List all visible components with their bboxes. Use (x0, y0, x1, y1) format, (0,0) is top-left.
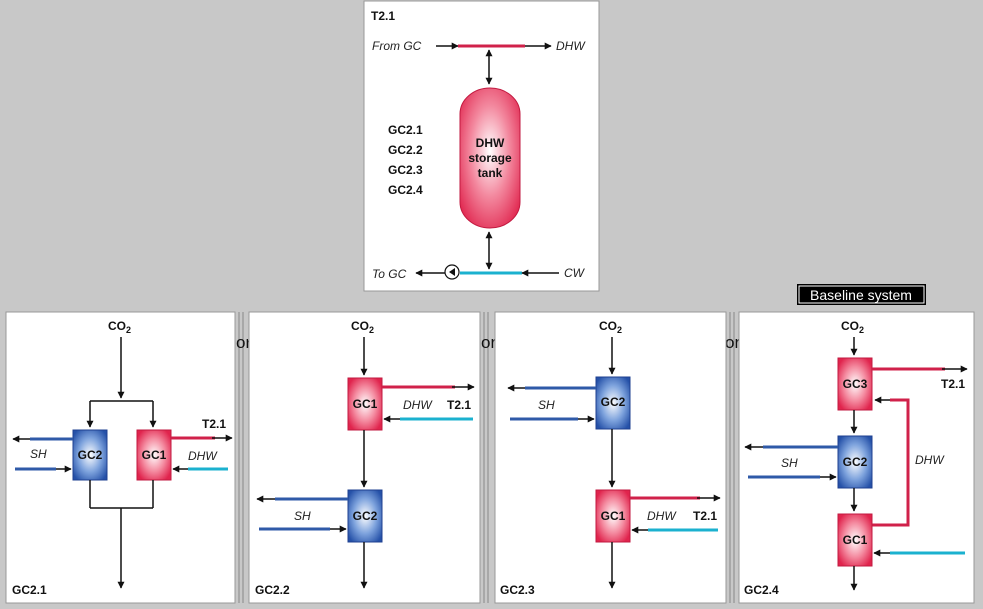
t21-title: T2.1 (371, 9, 395, 23)
dhw-label-gc24: DHW (915, 453, 945, 467)
t21-panel: T2.1 From GC DHW GC2.1 GC2.2 GC2.3 GC2.4… (363, 0, 600, 292)
dhw-label-gc22: DHW (403, 398, 433, 412)
baseline-label: Baseline system (810, 287, 912, 303)
gc1-label-gc24: GC1 (843, 533, 868, 547)
panel-title-gc21: GC2.1 (12, 583, 47, 597)
sh-label-gc21: SH (30, 447, 47, 461)
tank-label-2: storage (468, 151, 512, 165)
dhw-loop-line-gc24 (872, 398, 910, 527)
gc2-box-gc21 (72, 429, 108, 481)
gc1-box-gc22 (347, 377, 383, 431)
dhw-label-gc21: DHW (188, 449, 218, 463)
pump-arrow-icon (449, 268, 455, 276)
gc1-label-gc22: GC1 (353, 397, 378, 411)
gc2-label-gc21: GC2 (78, 448, 103, 462)
sh-label-gc22: SH (294, 509, 311, 523)
dhw-storage-tank (459, 87, 521, 229)
sh-label-gc24: SH (781, 456, 798, 470)
gc2-label-gc22: GC2 (353, 509, 378, 523)
t21-label-gc23: T2.1 (693, 509, 717, 523)
cw-label: CW (564, 266, 586, 280)
or-label-3: or (725, 333, 740, 352)
tank-label-1: DHW (476, 136, 505, 150)
gc2-box-gc23 (595, 376, 631, 430)
gc1-label-gc23: GC1 (601, 509, 626, 523)
gc2-label-gc24: GC2 (843, 455, 868, 469)
gc2-box-gc24 (837, 435, 873, 489)
or-label-1: or (236, 333, 251, 352)
to-gc-label: To GC (372, 267, 407, 281)
option-gc24: GC2.4 (388, 183, 423, 197)
t21-label-gc24: T2.1 (941, 377, 965, 391)
co2-label-gc24: CO2 (841, 319, 864, 335)
dhw-out-label: DHW (556, 39, 586, 53)
gc1-box-gc24 (837, 513, 873, 567)
option-gc23: GC2.3 (388, 163, 423, 177)
gc1-box-gc23 (595, 489, 631, 543)
option-gc22: GC2.2 (388, 143, 423, 157)
t21-label-gc21: T2.1 (202, 417, 226, 431)
gc3-label-gc24: GC3 (843, 377, 868, 391)
co2-label-gc22: CO2 (351, 319, 374, 335)
panel-gc24: CO2 GC3 T2.1 DHW GC2 SH GC1 GC2.4 (738, 311, 975, 604)
or-label-2: or (481, 333, 496, 352)
gc3-box-gc24 (837, 357, 873, 411)
tank-label-3: tank (478, 166, 503, 180)
sh-label-gc23: SH (538, 398, 555, 412)
panel-gc21: CO2 GC2 GC1 SH T2.1 DHW GC2.1 (5, 311, 236, 604)
panel-title-gc23: GC2.3 (500, 583, 535, 597)
t21-label-gc22: T2.1 (447, 398, 471, 412)
panel-title-gc22: GC2.2 (255, 583, 290, 597)
gc1-box-gc21 (136, 429, 172, 481)
dhw-label-gc23: DHW (647, 509, 677, 523)
panel-gc22: CO2 GC1 DHW T2.1 GC2 SH GC2.2 (248, 311, 481, 604)
panel-gc23: CO2 GC2 SH GC1 DHW T2.1 GC2.3 (494, 311, 727, 604)
gc2-box-gc22 (347, 489, 383, 543)
baseline-label-box: Baseline system (797, 284, 926, 305)
from-gc-label: From GC (372, 39, 422, 53)
option-gc21: GC2.1 (388, 123, 423, 137)
panel-title-gc24: GC2.4 (744, 583, 779, 597)
co2-label-gc21: CO2 (108, 319, 131, 335)
co2-label-gc23: CO2 (599, 319, 622, 335)
gc1-label-gc21: GC1 (142, 448, 167, 462)
gc2-label-gc23: GC2 (601, 395, 626, 409)
